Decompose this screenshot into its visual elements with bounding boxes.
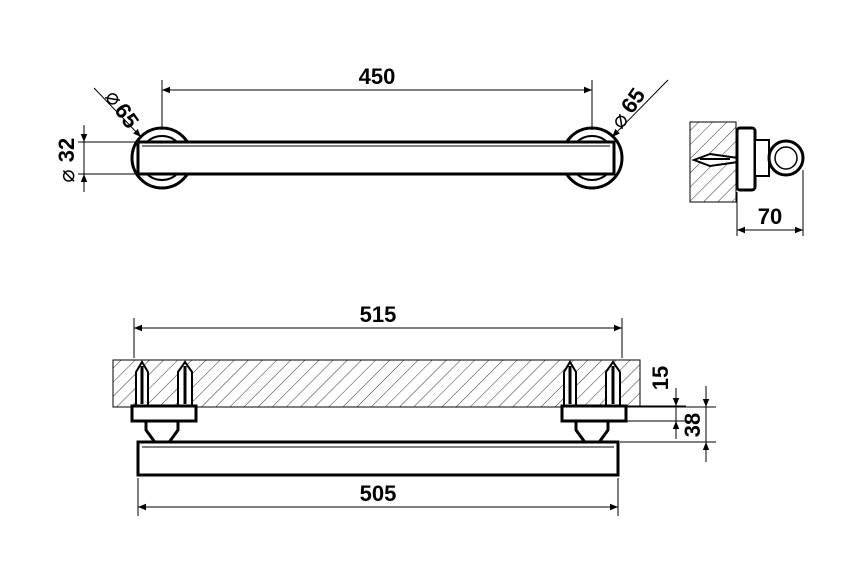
dim-70: 70 <box>758 204 782 229</box>
left-anchors <box>135 360 193 407</box>
bar-top <box>136 140 616 176</box>
front-right-rosette <box>560 404 628 423</box>
dim-515: 515 <box>360 302 397 327</box>
front-left-rosette <box>130 404 198 423</box>
side-view: 70 <box>689 121 805 236</box>
side-rosette <box>735 126 757 192</box>
dim-38: 38 <box>680 413 705 437</box>
dim-32: 32 <box>54 138 79 162</box>
top-view: 450 ⌀ 65 ⌀ 65 ⌀ 32 <box>54 64 669 192</box>
dim-32-diameter-symbol: ⌀ <box>54 169 79 182</box>
dim-505: 505 <box>360 481 397 506</box>
dim-450: 450 <box>359 64 396 89</box>
dim-15: 15 <box>648 366 673 390</box>
dim-right-65: 65 <box>616 83 651 117</box>
front-view: 515 505 15 38 <box>112 302 716 516</box>
front-wall-section <box>112 359 641 408</box>
